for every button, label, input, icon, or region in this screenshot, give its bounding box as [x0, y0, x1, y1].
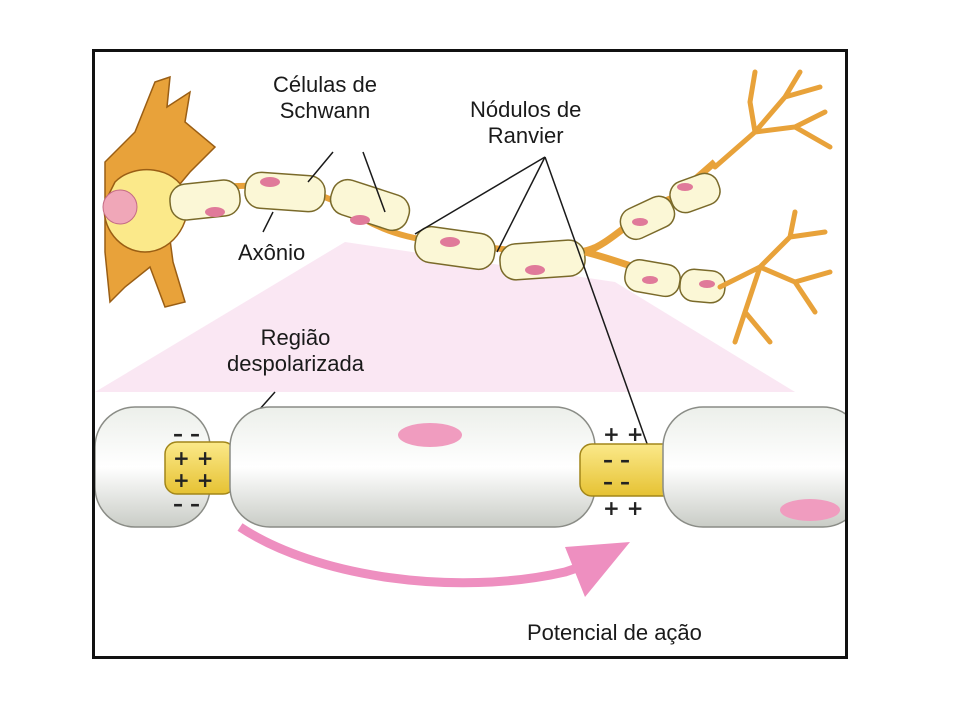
- ranvier-nodes-label: Nódulos de Ranvier: [470, 97, 581, 149]
- depol-line-1: Região: [260, 325, 331, 350]
- left-outside-top-charges: – –: [173, 422, 200, 446]
- neuron-illustration: [95, 69, 845, 597]
- cell-body: [102, 75, 217, 308]
- right-outside-top-charges: + +: [603, 422, 644, 446]
- middle-nucleus: [398, 423, 462, 447]
- right-sheath: [662, 406, 845, 528]
- right-outside-bottom-charges: + +: [603, 496, 644, 520]
- action-potential-arrow: [237, 523, 582, 588]
- ranvier-line-2: Ranvier: [487, 123, 564, 148]
- enlarged-axon: [95, 406, 845, 528]
- ranvier-line-1: Nódulos de: [470, 97, 582, 122]
- schwann-line-1: Células de: [273, 72, 377, 97]
- depolarized-region-label: Região despolarizada: [227, 325, 364, 377]
- schwann-cells-label: Células de Schwann: [273, 72, 377, 124]
- depol-line-2: despolarizada: [227, 351, 364, 376]
- schwann-line-2: Schwann: [279, 98, 371, 123]
- left-outside-bottom-charges: – –: [173, 492, 200, 516]
- axon-label: Axônio: [238, 240, 306, 265]
- right-inside-charges-2: – –: [603, 470, 630, 494]
- right-inside-charges: – –: [603, 448, 630, 472]
- diagram-frame: Células de Schwann Nódulos de Ranvier Ax…: [92, 49, 848, 659]
- axon-terminals: [712, 69, 833, 345]
- left-inside-charges: + +: [173, 446, 214, 470]
- left-inside-charges-2: + +: [173, 468, 214, 492]
- action-potential-label: Potencial de ação: [527, 620, 702, 645]
- right-nucleus: [780, 499, 840, 521]
- soma-nucleus: [102, 189, 138, 225]
- action-potential-arrowhead: [565, 542, 630, 597]
- myelin-nuclei-top: [205, 177, 545, 275]
- zoom-projection: [95, 242, 795, 392]
